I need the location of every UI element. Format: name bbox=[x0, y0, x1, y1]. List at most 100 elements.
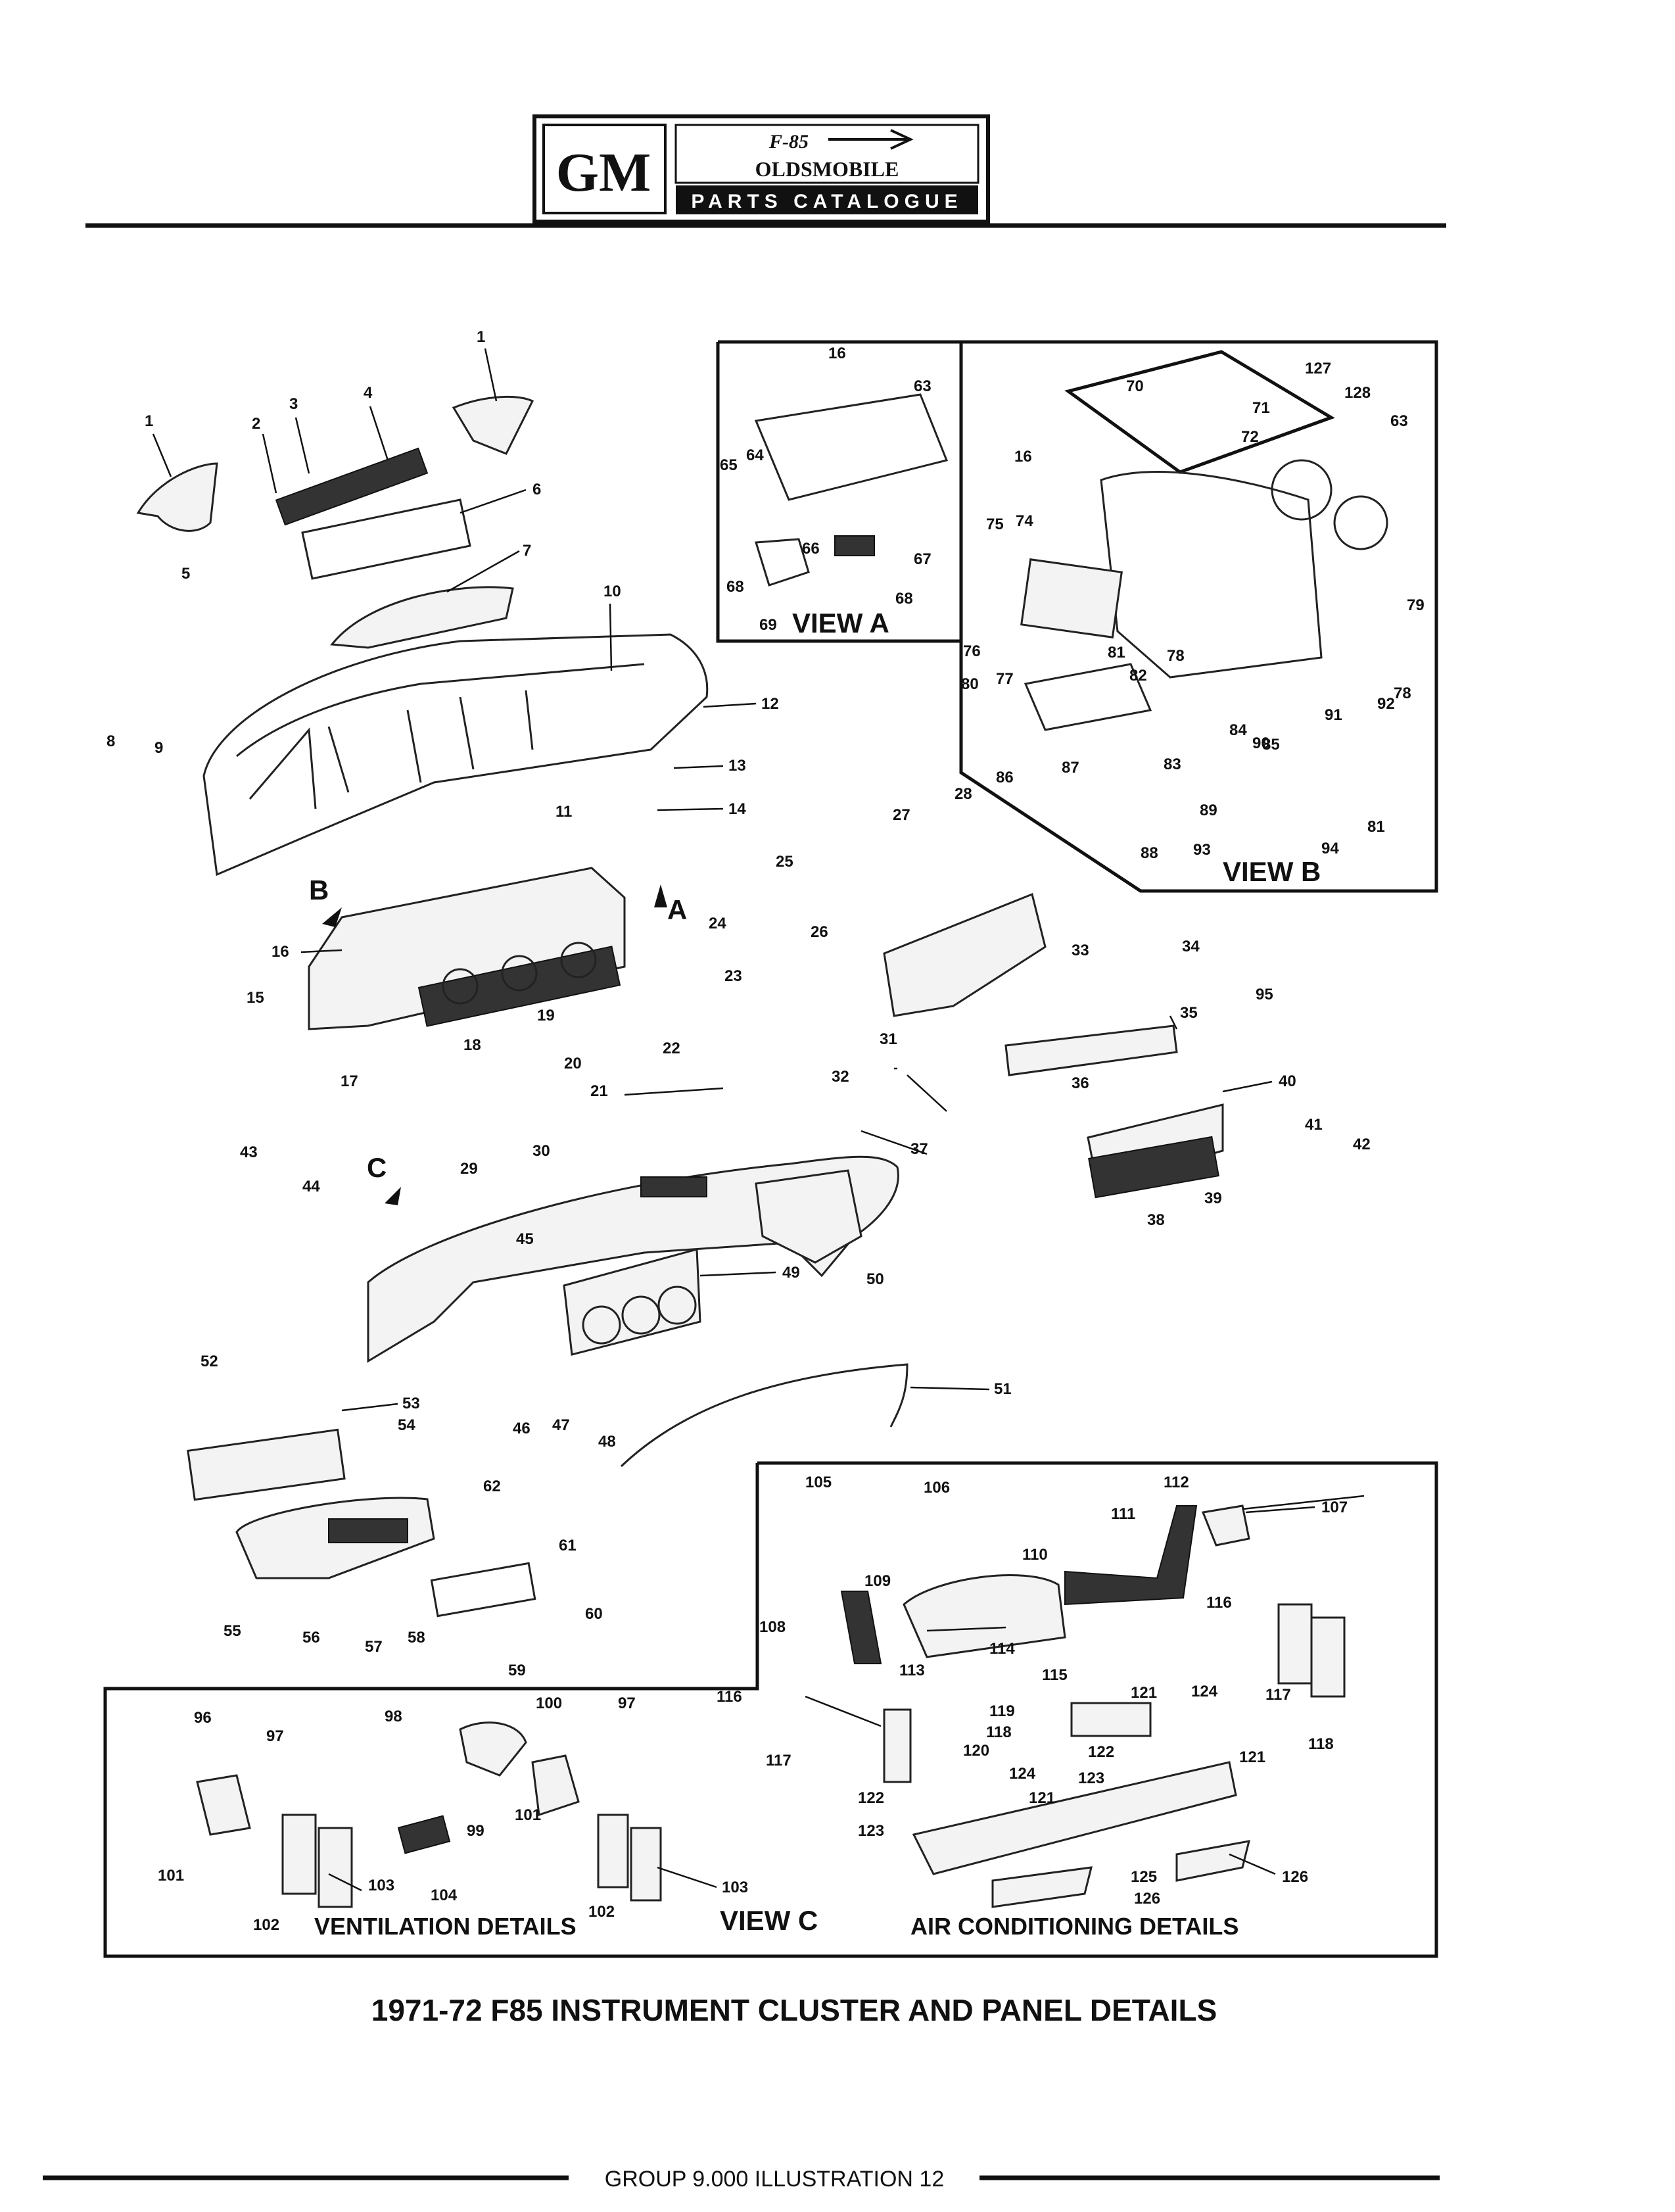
callout: 102 bbox=[588, 1903, 615, 1921]
callout: 99 bbox=[467, 1822, 484, 1840]
callout: 124 bbox=[1009, 1765, 1036, 1783]
view-c-label: VIEW C bbox=[720, 1905, 818, 1936]
callout: 80 bbox=[961, 675, 979, 693]
callout: 65 bbox=[720, 456, 738, 474]
callout: 95 bbox=[1256, 986, 1273, 1003]
callout: 9 bbox=[154, 739, 163, 757]
callout: 50 bbox=[866, 1270, 884, 1288]
callout: 114 bbox=[989, 1640, 1015, 1658]
callout: 104 bbox=[431, 1887, 458, 1904]
callout: 124 bbox=[1191, 1683, 1218, 1700]
page-footer: GROUP 9.000 ILLUSTRATION 12 bbox=[43, 2167, 1440, 2192]
callout: 121 bbox=[1239, 1748, 1265, 1766]
arrow-c-label: C bbox=[367, 1152, 387, 1183]
callout: 85 bbox=[1262, 736, 1280, 754]
callout: 115 bbox=[1042, 1666, 1068, 1684]
callout: 123 bbox=[858, 1822, 884, 1840]
callout: 46 bbox=[513, 1420, 531, 1437]
view-a-label: VIEW A bbox=[792, 608, 889, 638]
callout: 122 bbox=[858, 1789, 884, 1807]
callout: 33 bbox=[1072, 942, 1089, 959]
callout: 58 bbox=[408, 1629, 425, 1647]
footer-reference: GROUP 9.000 ILLUSTRATION 12 bbox=[605, 2167, 945, 2192]
model-arrow-icon bbox=[828, 129, 914, 150]
callout: 15 bbox=[247, 989, 264, 1007]
callout: 86 bbox=[996, 769, 1014, 786]
callout: 106 bbox=[924, 1479, 950, 1497]
callout: 102 bbox=[253, 1916, 279, 1934]
callout: 100 bbox=[536, 1695, 562, 1712]
main-callouts: 1 1 2 3 4 5 6 7 8 9 10 11 12 13 14 15 16… bbox=[106, 328, 1371, 1679]
callout: 44 bbox=[302, 1178, 320, 1195]
callout: 16 bbox=[1014, 448, 1032, 466]
callout: 52 bbox=[201, 1353, 218, 1370]
callout: 36 bbox=[1072, 1074, 1089, 1092]
view-b-arrow-icon bbox=[322, 907, 342, 927]
callout: 88 bbox=[1141, 844, 1158, 862]
callout: 6 bbox=[532, 481, 541, 498]
callout: 112 bbox=[1164, 1474, 1189, 1491]
callout: 116 bbox=[1206, 1594, 1232, 1612]
view-b-label: VIEW B bbox=[1223, 856, 1321, 887]
callout: 1 bbox=[145, 412, 153, 430]
callout: 61 bbox=[559, 1537, 577, 1554]
callout: 34 bbox=[1182, 938, 1200, 955]
view-labels: VIEW A VIEW B VIEW C VENTILATION DETAILS… bbox=[309, 608, 1321, 1940]
view-c-callouts: 96 97 97 98 99 100 101 101 102 102 103 1… bbox=[158, 1474, 1348, 1934]
callout: 5 bbox=[181, 565, 190, 583]
arrow-b-label: B bbox=[309, 875, 329, 905]
callout: 128 bbox=[1344, 384, 1371, 402]
make-name: OLDSMOBILE bbox=[755, 157, 899, 181]
callout: 111 bbox=[1111, 1505, 1135, 1523]
callout: 103 bbox=[368, 1877, 394, 1894]
callout: 27 bbox=[893, 806, 910, 824]
callout: 39 bbox=[1204, 1190, 1222, 1207]
callout: 1 bbox=[477, 328, 485, 346]
catalogue-header: GM F-85 OLDSMOBILE PARTS CATALOGUE bbox=[85, 114, 1446, 228]
callout: 75 bbox=[986, 516, 1004, 533]
callout-leaders bbox=[152, 348, 1365, 1892]
callout: 117 bbox=[766, 1752, 791, 1769]
callout: 78 bbox=[1167, 647, 1185, 665]
air-conditioning-details-label: AIR CONDITIONING DETAILS bbox=[910, 1913, 1239, 1940]
callout: 19 bbox=[537, 1007, 555, 1024]
callout: 30 bbox=[532, 1142, 550, 1160]
callout: 22 bbox=[663, 1040, 680, 1057]
callout: 38 bbox=[1147, 1211, 1165, 1229]
callout: 16 bbox=[271, 943, 289, 961]
callout: 84 bbox=[1229, 721, 1247, 739]
callout: 53 bbox=[402, 1395, 420, 1412]
callout: 48 bbox=[598, 1433, 616, 1451]
view-c-arrow-icon bbox=[385, 1187, 401, 1205]
callout: 42 bbox=[1353, 1136, 1371, 1153]
callout: 122 bbox=[1088, 1743, 1114, 1761]
view-c-frame bbox=[103, 1461, 1438, 1958]
callout: 16 bbox=[828, 345, 846, 362]
callout: 109 bbox=[864, 1572, 891, 1590]
callout: 56 bbox=[302, 1629, 320, 1647]
view-b-inset-frame bbox=[1064, 350, 1335, 474]
arrow-a-label: A bbox=[667, 894, 687, 925]
callout: 89 bbox=[1200, 802, 1217, 819]
callout: 87 bbox=[1062, 759, 1079, 777]
callout: 126 bbox=[1134, 1890, 1160, 1908]
callout: 101 bbox=[158, 1867, 184, 1885]
callout: 37 bbox=[910, 1140, 928, 1158]
illustration-title: 1971-72 F85 INSTRUMENT CLUSTER AND PANEL… bbox=[371, 1993, 1217, 2027]
callout: 32 bbox=[832, 1068, 849, 1086]
callout: 24 bbox=[709, 915, 726, 932]
callout: 3 bbox=[289, 395, 298, 413]
callout: 69 bbox=[759, 616, 777, 634]
callout: 21 bbox=[590, 1082, 608, 1100]
callout: 51 bbox=[994, 1380, 1012, 1398]
callout: 25 bbox=[776, 853, 793, 871]
callout: 105 bbox=[805, 1474, 832, 1491]
callout: 96 bbox=[194, 1709, 212, 1727]
callout: 31 bbox=[880, 1030, 897, 1048]
callout: 8 bbox=[106, 733, 115, 750]
callout: 11 bbox=[555, 803, 572, 821]
callout: 40 bbox=[1279, 1072, 1296, 1090]
callout: 103 bbox=[722, 1879, 748, 1896]
callout: 117 bbox=[1265, 1686, 1291, 1704]
